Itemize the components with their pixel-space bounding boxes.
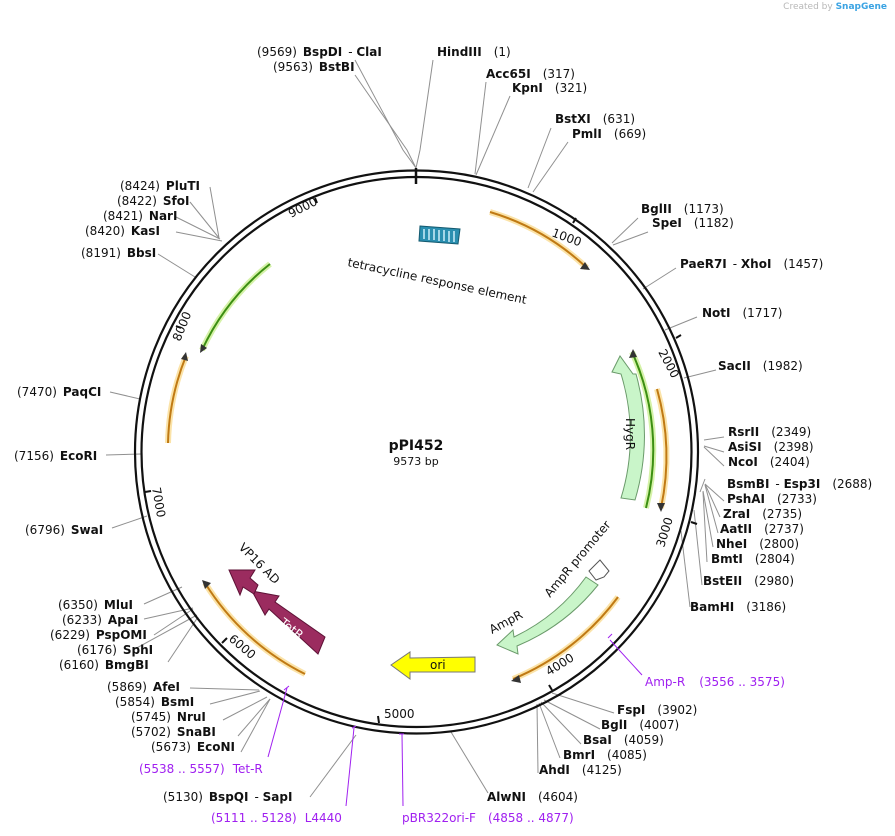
enzyme-label-bbsi: (8191)BbsI (81, 246, 156, 260)
enzyme-label-paqci: (7470)PaqCI (17, 385, 101, 399)
enzyme-label-bmgbi: (6160)BmgBI (59, 658, 149, 672)
enzyme-label-fspi: FspI(3902) (617, 703, 697, 717)
enzyme-label-bsai: BsaI(4059) (583, 733, 664, 747)
enzyme-label-bmti: BmtI(2804) (711, 552, 795, 566)
feature-label-tre: tetracycline response element (346, 255, 528, 307)
enzyme-label-rsrii: RsrII(2349) (728, 425, 811, 439)
primer-label-l4440: (5111 .. 5128)L4440 (211, 811, 342, 825)
enzyme-label-bstbi: (9563)BstBI (273, 60, 355, 74)
enzyme-label-mlui: (6350)MluI (58, 598, 133, 612)
enzyme-label-aatii: AatII(2737) (720, 522, 804, 536)
enzyme-label-spei: SpeI(1182) (652, 216, 734, 230)
tick-9000: 9000 (286, 194, 320, 220)
enzyme-label-snabi: (5702)SnaBI (131, 725, 216, 739)
feature-ori: ori (390, 651, 476, 680)
enzyme-label-apai: (6233)ApaI (62, 613, 138, 627)
feature-label-ampr: AmpR (487, 607, 525, 636)
enzyme-label-zrai: ZraI(2735) (723, 507, 802, 521)
enzyme-label-acc65i: Acc65I(317) (486, 67, 575, 81)
enzyme-label-bspdi-clai: (9569)BspDI- ClaI (257, 45, 382, 59)
enzyme-label-kasi: (8420)KasI (85, 224, 160, 238)
enzyme-label-bsmbi-esp3i: BsmBI- Esp3I(2688) (727, 477, 872, 491)
enzyme-label-sacii: SacII(1982) (718, 359, 803, 373)
plasmid-length: 9573 bp (393, 455, 438, 468)
enzyme-label-nhei: NheI(2800) (716, 537, 799, 551)
primer-marks (267, 633, 643, 807)
enzyme-label-bgli: BglI(4007) (601, 718, 679, 732)
feature-vp16-ad: VP16 AD (228, 540, 283, 597)
tick-8000: 8000 (170, 310, 194, 344)
feature-tetracycline-response-element: tetracycline response element (346, 225, 528, 307)
enzyme-label-ncoi: NcoI(2404) (728, 455, 810, 469)
enzyme-label-pshai: PshAI(2733) (727, 492, 817, 506)
snapgene-credit: Created by SnapGene (783, 2, 887, 12)
enzyme-label-bmri: BmrI(4085) (563, 748, 647, 762)
enzyme-label-bstxi: BstXI(631) (555, 112, 635, 126)
enzyme-label-bsteii: BstEII(2980) (703, 574, 794, 588)
enzyme-label-econi: (5673)EcoNI (151, 740, 235, 754)
enzyme-label-swai: (6796)SwaI (25, 523, 103, 537)
orf-arrowheads (181, 262, 665, 683)
enzyme-label-sfoi: (8422)SfoI (117, 194, 189, 208)
enzyme-label-bglii: BglII(1173) (641, 202, 724, 216)
enzyme-label-ecori: (7156)EcoRI (14, 449, 97, 463)
feature-label-hygr: HygR (623, 418, 637, 450)
enzyme-label-bspqi-sapi: (5130)BspQI- SapI (163, 790, 292, 804)
orf-arcs (165, 209, 670, 682)
primer-label-pbr322ori-f: pBR322ori-F(4858 .. 4877) (402, 811, 574, 825)
enzyme-label-bsmi: (5854)BsmI (115, 695, 194, 709)
tick-3000: 3000 (653, 516, 675, 549)
plasmid-name: pPI452 (389, 438, 444, 454)
enzyme-label-asisi: AsiSI(2398) (728, 440, 814, 454)
enzyme-label-alwni: AlwNI(4604) (487, 790, 578, 804)
tick-7000: 7000 (149, 486, 168, 519)
feature-hygr: HygR (611, 355, 645, 501)
snapgene-brand: SnapGene (835, 2, 887, 12)
feature-label-ori: ori (430, 658, 446, 672)
enzyme-label-ahdi: AhdI(4125) (539, 763, 622, 777)
enzyme-label-pmli: PmlI(669) (572, 127, 646, 141)
enzyme-label-hindiii: HindIII(1) (437, 45, 511, 59)
primer-label-amp-r: Amp-R(3556 .. 3575) (645, 675, 785, 689)
enzyme-label-afei: (5869)AfeI (107, 680, 180, 694)
primer-label-tet-r: (5538 .. 5557)Tet-R (139, 762, 263, 776)
enzyme-label-noti: NotI(1717) (702, 306, 782, 320)
enzyme-label-kpni: KpnI(321) (512, 81, 587, 95)
enzyme-label-sphi: (6176)SphI (77, 643, 153, 657)
enzyme-label-nrui: (5745)NruI (131, 710, 206, 724)
enzyme-label-pspomi: (6229)PspOMI (50, 628, 147, 642)
enzyme-label-bamhi: BamHI(3186) (690, 600, 786, 614)
enzyme-label-nari: (8421)NarI (103, 209, 177, 223)
label-connectors (105, 59, 725, 798)
tick-5000: 5000 (384, 707, 415, 721)
ruler-tick-marks (144, 197, 698, 724)
credit-text: Created by (783, 2, 833, 12)
enzyme-label-paer7i-xhoi: PaeR7I- XhoI(1457) (680, 257, 823, 271)
enzyme-label-pluti: (8424)PluTI (120, 179, 200, 193)
